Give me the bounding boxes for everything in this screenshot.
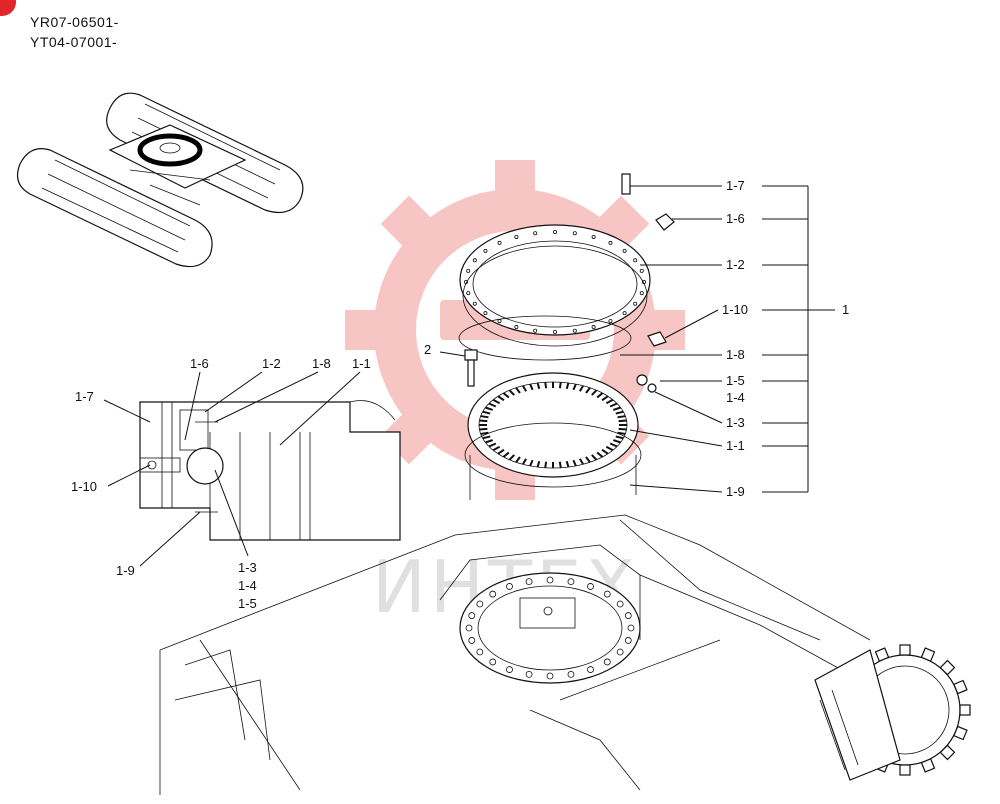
- section-label-1-10: 1-10: [71, 479, 97, 494]
- section-label-1-2: 1-2: [262, 356, 281, 371]
- part-2-bolt: [464, 349, 478, 387]
- label-1-4: 1-4: [726, 390, 745, 405]
- part-1-6-plug: [655, 213, 675, 231]
- serial-line-1: YR07-06501-: [30, 14, 119, 30]
- serial-range: YR07-06501- YT04-07001-: [30, 12, 119, 52]
- label-1: 1: [842, 302, 849, 317]
- serial-line-2: YT04-07001-: [30, 34, 118, 50]
- label-1-6: 1-6: [726, 211, 745, 226]
- section-label-1-6: 1-6: [190, 356, 209, 371]
- undercarriage-thumbnail: [17, 92, 304, 268]
- label-1-2: 1-2: [726, 257, 745, 272]
- section-label-1-7: 1-7: [75, 389, 94, 404]
- label-1-9: 1-9: [726, 484, 745, 499]
- section-label-1-1: 1-1: [352, 356, 371, 371]
- section-label-1-9: 1-9: [116, 563, 135, 578]
- part-1-9-seal: [464, 422, 642, 488]
- section-label-1-3: 1-3: [238, 560, 257, 575]
- exploded-leaders: [439, 185, 835, 493]
- part-1-7-pin: [621, 173, 631, 195]
- section-callouts: 1-6 1-2 1-8 1-1 1-7 1-10 1-9 1-3 1-4 1-5: [71, 356, 371, 611]
- lower-frame-drawing: [159, 514, 971, 795]
- part-1-5: [636, 374, 648, 386]
- section-label-1-5: 1-5: [238, 596, 257, 611]
- part-1-1-inner-ring: [467, 372, 639, 478]
- section-leaders: [103, 371, 361, 567]
- label-1-3: 1-3: [726, 415, 745, 430]
- cross-section-drawing: [139, 400, 401, 541]
- label-1-5: 1-5: [726, 373, 745, 388]
- label-1-8: 1-8: [726, 347, 745, 362]
- exploded-callouts: 1-7 1-6 1-2 1-10 1 1-8 2 1-5 1-4 1-3 1-1…: [424, 178, 849, 499]
- exploded-parts: [458, 173, 675, 500]
- label-1-1: 1-1: [726, 438, 745, 453]
- section-label-1-4: 1-4: [238, 578, 257, 593]
- section-label-1-8: 1-8: [312, 356, 331, 371]
- label-1-7: 1-7: [726, 178, 745, 193]
- part-1-3: [647, 383, 657, 393]
- label-2: 2: [424, 342, 431, 357]
- part-1-10-nipple: [647, 331, 667, 347]
- part-1-2-outer-ring: [459, 224, 651, 347]
- label-1-10: 1-10: [722, 302, 748, 317]
- part-1-8-seal: [458, 315, 632, 361]
